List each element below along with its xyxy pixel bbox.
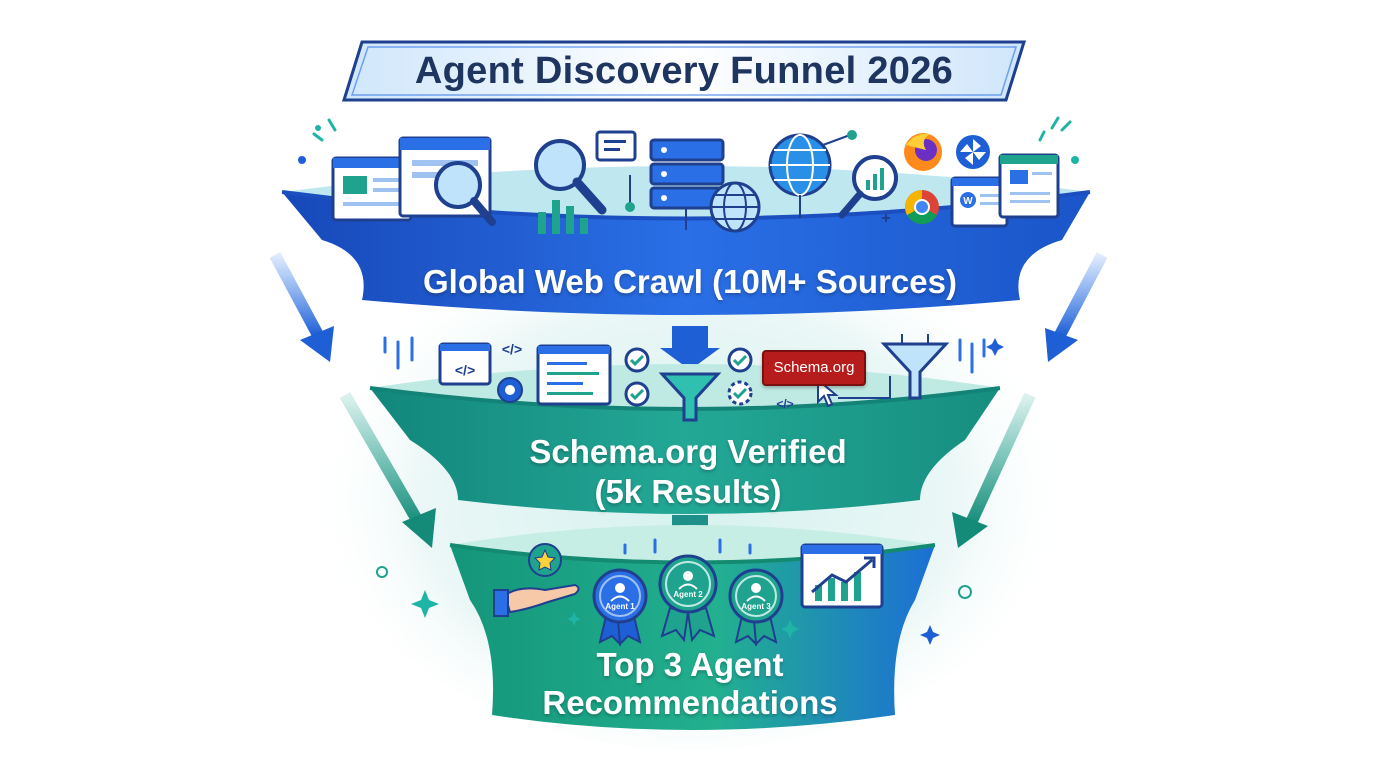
globe-icon — [709, 181, 761, 233]
gear-icon — [497, 377, 523, 403]
title-banner: Agent Discovery Funnel 2026 — [340, 38, 1028, 104]
agent-1-label: Agent 1 — [605, 602, 635, 611]
schema-org-tag: Schema.org — [762, 350, 866, 386]
browser-window-icon — [331, 156, 413, 222]
magnifier-icon — [434, 161, 496, 226]
document-list-icon — [536, 344, 612, 406]
browser-window-icon — [998, 153, 1060, 219]
title-banner-shape — [341, 40, 1027, 102]
stage-1-icons: W — [312, 116, 1072, 234]
checklist-icon — [624, 347, 650, 407]
stage-2-icons: </> </> — [383, 334, 986, 422]
filter-funnel-icon — [880, 334, 950, 400]
pinwheel-icon — [956, 135, 990, 169]
stage-1-label: Global Web Crawl (10M+ Sources) — [360, 258, 1020, 306]
svg-text:</>: </> — [455, 362, 475, 378]
stage-2-label: Schema.org Verified (5k Results) — [440, 432, 936, 512]
stage-3-label-line-2: Recommendations — [542, 684, 838, 721]
growth-chart-icon — [800, 543, 884, 609]
server-icon — [625, 138, 725, 230]
stage-3-label: Top 3 Agent Recommendations — [470, 646, 910, 722]
stage-1-label-text: Global Web Crawl (10M+ Sources) — [423, 263, 957, 300]
agent-badge-icon — [728, 568, 784, 647]
stage-3-icons — [493, 538, 884, 647]
side-arrows — [269, 252, 1108, 548]
agent-badge-icon — [592, 568, 648, 647]
code-tag-icon: </> — [776, 397, 793, 411]
cursor-icon — [817, 377, 839, 408]
page-title: Agent Discovery Funnel 2026 — [414, 49, 954, 92]
agent-3-label: Agent 3 — [741, 602, 771, 611]
svg-text:W: W — [963, 196, 973, 207]
chat-bubble-icon — [595, 130, 637, 162]
code-tag-icon: </> — [502, 341, 522, 357]
stage-3-label-line-1: Top 3 Agent — [596, 646, 784, 683]
firefox-icon — [904, 133, 942, 171]
analytics-magnifier-icon — [838, 155, 898, 219]
globe-icon — [768, 130, 857, 218]
stage-2-label-line-1: Schema.org Verified — [529, 433, 847, 470]
agent-2-label: Agent 2 — [673, 590, 703, 599]
checkmark-icon — [727, 347, 753, 406]
chrome-icon — [905, 190, 939, 225]
hand-star-icon — [493, 543, 580, 617]
code-window-icon: </> — [438, 342, 492, 386]
filter-funnel-icon — [658, 372, 722, 422]
sparkles — [298, 125, 1079, 645]
magnifier-icon — [534, 139, 607, 215]
stage-2-label-line-2: (5k Results) — [594, 473, 782, 510]
agent-badge-icon — [658, 554, 718, 643]
bar-chart-icon — [538, 200, 588, 234]
